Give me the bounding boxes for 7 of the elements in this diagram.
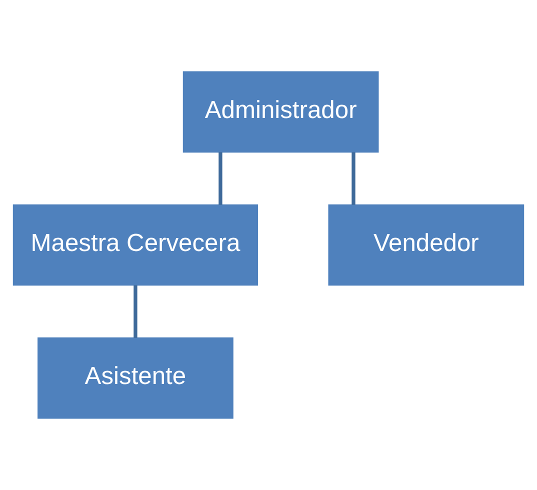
- connector: [218, 152, 222, 205]
- node-box: Vendedor: [328, 204, 524, 286]
- connector: [134, 285, 138, 338]
- node-box: Maestra Cervecera: [12, 204, 258, 286]
- node-box: Asistente: [38, 337, 234, 419]
- node-box: Administrador: [182, 71, 379, 153]
- connector: [352, 152, 356, 205]
